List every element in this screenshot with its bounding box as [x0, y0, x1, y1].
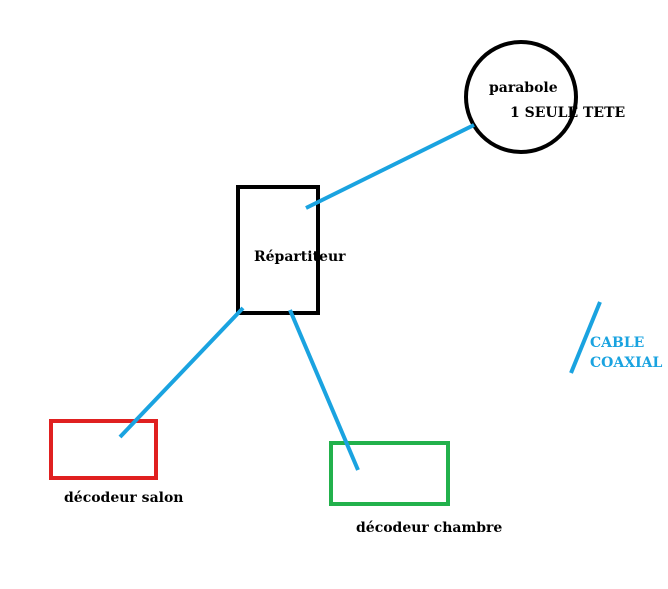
dish-label-line1: parabole — [489, 80, 558, 96]
decoder-bedroom-node — [329, 441, 450, 506]
decoder-living-node — [49, 419, 158, 480]
cable-dish-splitter — [305, 123, 475, 210]
cable-splitter-living — [118, 306, 245, 439]
dish-label-line2: 1 SEULE TETE — [510, 105, 625, 121]
decoder-living-label: décodeur salon — [64, 490, 183, 506]
legend-cable-sample — [569, 301, 602, 374]
splitter-node — [236, 185, 320, 315]
decoder-bedroom-label: décodeur chambre — [356, 520, 502, 536]
legend-label-line1: CABLE — [590, 335, 644, 351]
legend-label-line2: COAXIAL — [590, 355, 662, 371]
cable-splitter-bedroom — [288, 309, 360, 471]
splitter-label: Répartiteur — [254, 249, 346, 265]
dish-node — [464, 40, 578, 154]
